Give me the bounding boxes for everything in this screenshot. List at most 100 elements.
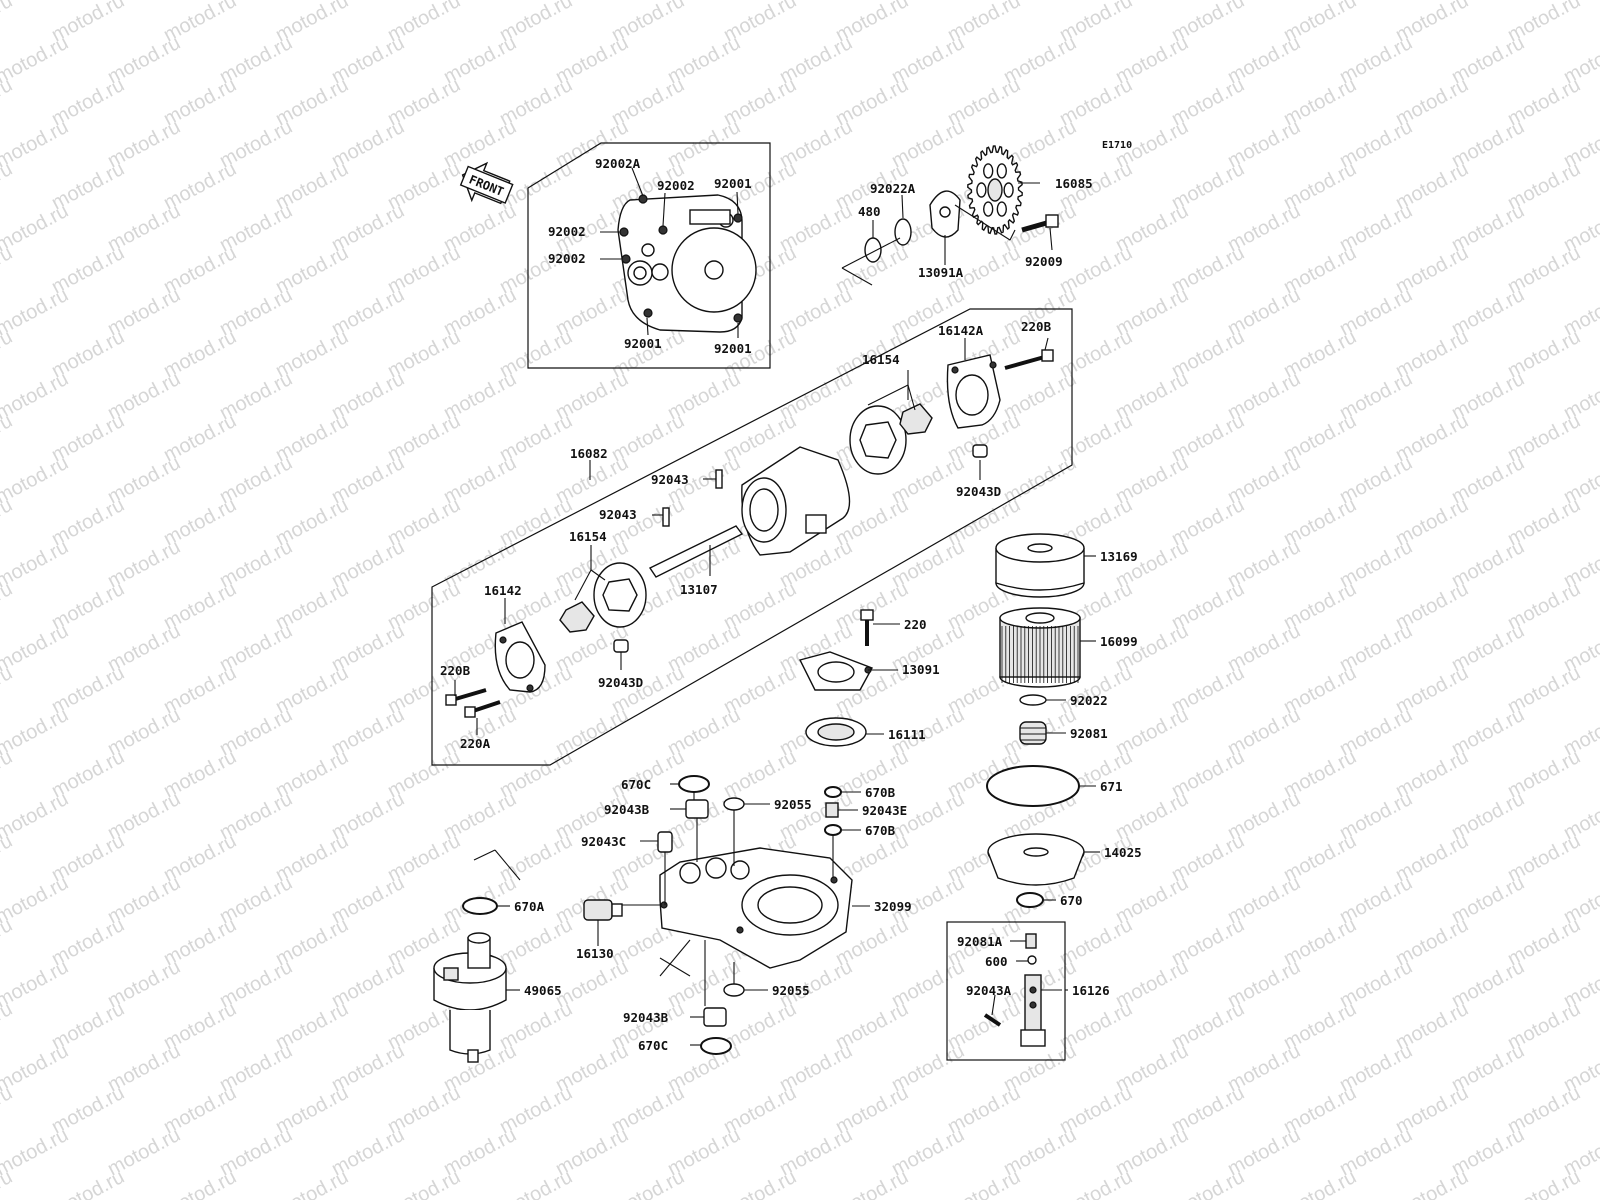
watermark-text: motod.ru <box>1504 1166 1584 1200</box>
collar-92043C-part <box>657 831 673 853</box>
pin-92043A-part <box>983 1013 1002 1027</box>
watermark-text: motod.ru <box>0 536 72 592</box>
o-ring-670B-a-part <box>824 786 842 798</box>
watermark-text: motod.ru <box>0 1040 72 1096</box>
watermark-text: motod.ru <box>0 1124 72 1180</box>
label-92002: 92002 <box>548 224 586 239</box>
label-92055: 92055 <box>774 797 812 812</box>
label-600: 600 <box>985 954 1008 969</box>
diagram-code: E1710 <box>1102 140 1132 151</box>
label-16130: 16130 <box>576 946 614 961</box>
filter-cover-14025-part <box>987 833 1085 886</box>
collar-13091A-part <box>929 190 961 238</box>
watermark-text: motod.ru <box>720 1166 800 1200</box>
watermark-text: motod.ru <box>0 368 72 424</box>
collar-92043B-a-part <box>685 799 709 819</box>
gear-hole <box>983 163 994 179</box>
washer-92022A-part <box>894 218 912 246</box>
bolt-220B-b-part <box>445 688 487 706</box>
o-ring-670-part <box>1016 892 1044 908</box>
relief-valve-box <box>946 921 1066 1061</box>
o-ring-670A-part <box>462 897 498 915</box>
label-92022: 92022 <box>1070 693 1108 708</box>
washer-92055-a-part <box>723 797 745 811</box>
watermark-text: motod.ru <box>0 116 72 172</box>
shaft-13107-part <box>648 525 744 578</box>
label-670B: 670B <box>865 823 896 838</box>
label-220A: 220A <box>460 736 491 751</box>
bolt-220B-a-part <box>1004 349 1054 370</box>
label-14025: 14025 <box>1104 845 1142 860</box>
watermark-text: motod.ru <box>0 452 72 508</box>
fitting-16130-part <box>583 899 623 921</box>
watermark-text: motod.ru <box>384 1166 464 1200</box>
pump-body-group-box <box>431 308 1073 766</box>
gear-hole <box>976 182 987 198</box>
watermark-text: motod.ru <box>608 1166 688 1200</box>
watermark-text: motod.ru <box>0 704 72 760</box>
watermark-text: motod.ru <box>272 1166 352 1200</box>
watermark-text: motod.ru <box>1168 1166 1248 1200</box>
label-92043: 92043 <box>651 472 689 487</box>
pump-cover-16142A-part <box>946 354 1001 429</box>
label-13091A: 13091A <box>918 265 964 280</box>
label-92043A: 92043A <box>966 983 1012 998</box>
label-13169: 13169 <box>1100 549 1138 564</box>
pin-92043-b-part <box>662 507 670 527</box>
watermark-text: motod.ru <box>0 956 72 1012</box>
label-670B: 670B <box>865 785 896 800</box>
label-220B: 220B <box>1021 319 1052 334</box>
front-arrow-icon: FRONT <box>459 161 514 205</box>
label-13091: 13091 <box>902 662 940 677</box>
watermark-text: motod.ru <box>0 284 72 340</box>
label-92001: 92001 <box>624 336 662 351</box>
label-670C: 670C <box>638 1038 668 1053</box>
cover-group-box <box>527 142 771 369</box>
inner-rotor-16154-a-part <box>899 403 933 435</box>
gear-hub <box>987 178 1003 202</box>
relief-valve-16126-part <box>1020 974 1046 1047</box>
label-92043: 92043 <box>599 507 637 522</box>
watermark-text: motod.ru <box>1392 1166 1472 1200</box>
label-16085: 16085 <box>1055 176 1093 191</box>
spring-92081A-part <box>1025 933 1037 949</box>
pump-cover-16142-part <box>494 621 546 693</box>
label-leaders <box>454 167 1100 1046</box>
washer-92055-b-part <box>723 983 745 997</box>
watermark-text: motod.ru <box>0 788 72 844</box>
label-13107: 13107 <box>680 582 718 597</box>
label-92043B: 92043B <box>604 802 650 817</box>
filter-cap-13169-part <box>995 533 1085 598</box>
oil-filter-16099-part <box>999 607 1081 688</box>
label-16142: 16142 <box>484 583 522 598</box>
washer-92022-part <box>1019 694 1047 706</box>
inner-rotor-16154-b-part <box>559 601 595 633</box>
case-leaders <box>620 792 834 1006</box>
label-16154: 16154 <box>862 352 900 367</box>
label-220B: 220B <box>440 663 471 678</box>
label-92055: 92055 <box>772 983 810 998</box>
label-92043D: 92043D <box>956 484 1001 499</box>
o-ring-670B-b-part <box>824 824 842 836</box>
pin-92043-a-part <box>715 469 723 489</box>
pump-gear-part <box>967 145 1023 235</box>
gear-assembly-leaders <box>841 204 1016 286</box>
pump-case-32099-part <box>659 847 853 969</box>
label-16082: 16082 <box>570 446 608 461</box>
watermark-text: motod.ru <box>832 1166 912 1200</box>
o-ring-671-part <box>986 765 1080 807</box>
label-92043D: 92043D <box>598 675 643 690</box>
watermark-text: motod.ru <box>0 620 72 676</box>
label-16099: 16099 <box>1100 634 1138 649</box>
label-670C: 670C <box>621 777 651 792</box>
watermark-text: motod.ru <box>0 0 16 46</box>
watermark-text: motod.ru <box>0 32 72 88</box>
label-92002: 92002 <box>548 251 586 266</box>
label-16111: 16111 <box>888 727 926 742</box>
watermark-text: motod.ru <box>1056 1166 1136 1200</box>
gear-hole <box>996 201 1007 217</box>
watermark-text: motod.ru <box>160 1166 240 1200</box>
